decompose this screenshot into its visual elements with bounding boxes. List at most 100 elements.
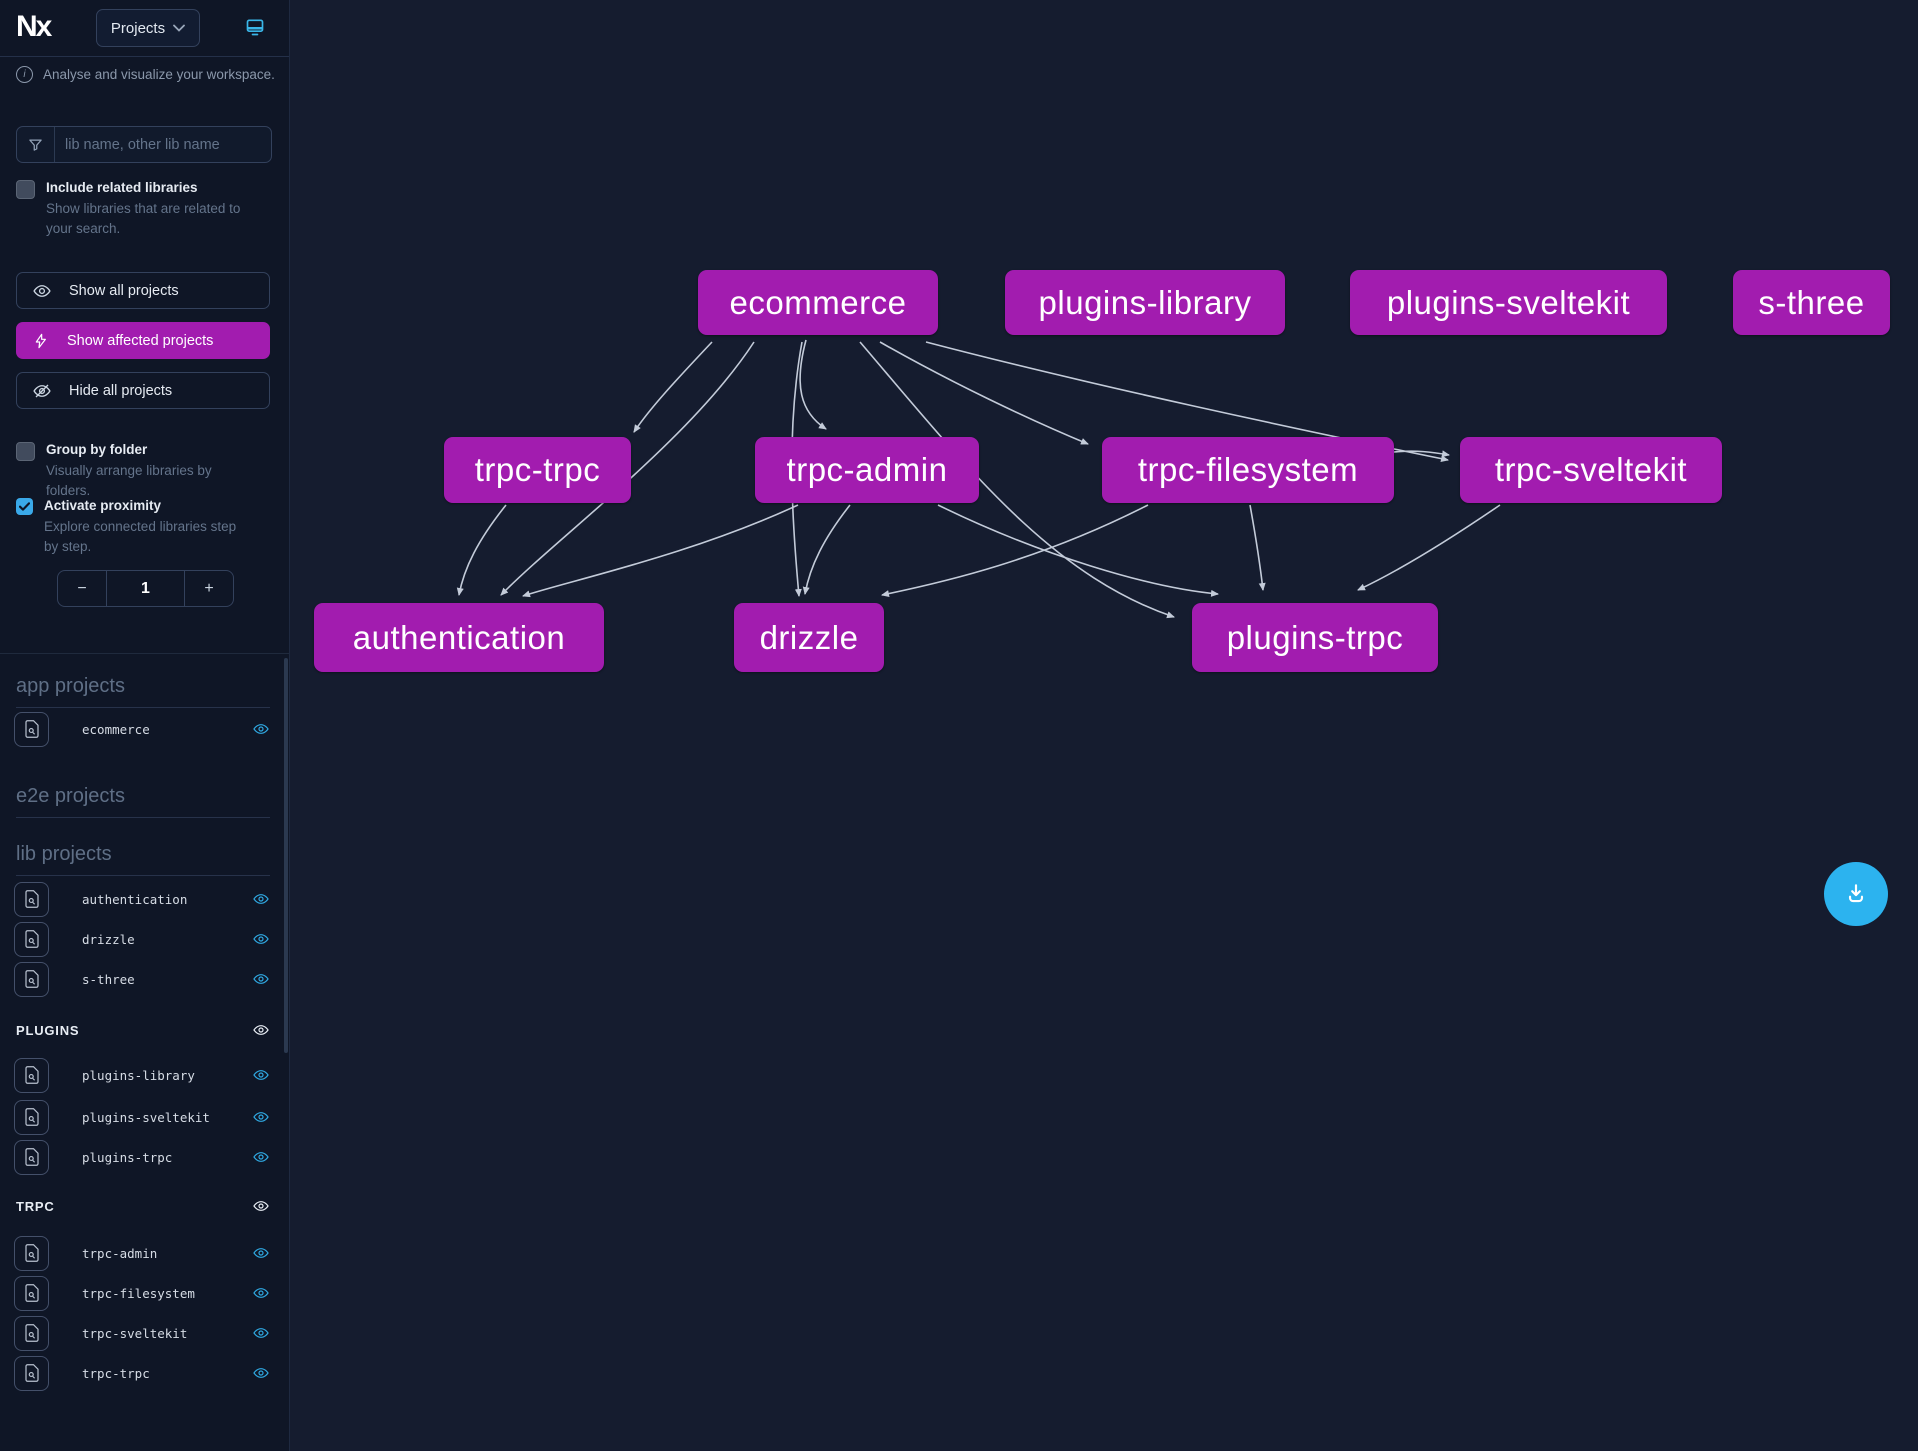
top-bar: Nx Projects <box>0 0 289 57</box>
project-list-item-trpc-admin[interactable]: trpc-admin <box>14 1234 270 1272</box>
tagline-row: i Analyse and visualize your workspace. <box>16 66 275 83</box>
hide-all-label: Hide all projects <box>69 382 173 399</box>
graph-node-trpc-trpc[interactable]: trpc-trpc <box>444 437 631 503</box>
file-icon <box>14 881 49 917</box>
tagline-text: Analyse and visualize your workspace. <box>43 67 275 82</box>
graph-node-s-three[interactable]: s-three <box>1733 270 1890 335</box>
graph-node-trpc-sveltekit[interactable]: trpc-sveltekit <box>1460 437 1722 503</box>
eye-icon[interactable] <box>252 931 270 947</box>
eye-icon[interactable] <box>252 1325 270 1341</box>
file-icon <box>14 1315 49 1351</box>
graph-canvas[interactable] <box>289 0 1918 1451</box>
project-name: trpc-admin <box>82 1245 158 1261</box>
eye-icon[interactable] <box>252 1067 270 1083</box>
eye-icon[interactable] <box>252 721 270 737</box>
project-name: ecommerce <box>82 721 150 737</box>
file-icon <box>14 1235 49 1271</box>
project-list-item-plugins-library[interactable]: plugins-library <box>14 1056 270 1094</box>
divider <box>0 653 289 654</box>
folder-header-plugins: PLUGINS <box>16 1022 270 1038</box>
eye-off-icon <box>33 382 51 400</box>
projects-dropdown[interactable]: Projects <box>96 9 200 47</box>
nx-logo[interactable]: Nx <box>16 10 52 43</box>
project-list-item-trpc-filesystem[interactable]: trpc-filesystem <box>14 1274 270 1312</box>
console-monitor-icon[interactable] <box>245 17 265 42</box>
file-icon <box>14 1275 49 1311</box>
checkbox-unchecked[interactable] <box>16 442 35 461</box>
search-input[interactable] <box>55 136 270 153</box>
file-icon <box>14 711 49 747</box>
project-list-item-drizzle[interactable]: drizzle <box>14 920 270 958</box>
sidebar-scrollbar[interactable] <box>284 658 288 1053</box>
project-list-item-trpc-sveltekit[interactable]: trpc-sveltekit <box>14 1314 270 1352</box>
project-list-item-trpc-trpc[interactable]: trpc-trpc <box>14 1354 270 1392</box>
sidebar: Nx Projects i Analyse and visualize your… <box>0 0 290 1451</box>
eye-icon[interactable] <box>252 1149 270 1165</box>
project-list-item-ecommerce[interactable]: ecommerce <box>14 710 270 748</box>
checkbox-checked[interactable] <box>16 498 33 515</box>
project-list-item-s-three[interactable]: s-three <box>14 960 270 998</box>
download-icon <box>1843 881 1869 907</box>
checkbox-unchecked[interactable] <box>16 180 35 199</box>
eye-icon[interactable] <box>252 1198 270 1214</box>
section-header-e2e-projects: e2e projects <box>16 785 270 818</box>
section-header-lib-projects: lib projects <box>16 843 270 876</box>
file-icon <box>14 1057 49 1093</box>
folder-title: PLUGINS <box>16 1022 80 1038</box>
include-related-description: Show libraries that are related to your … <box>46 201 241 236</box>
proximity-stepper: − 1 + <box>57 570 234 607</box>
graph-node-ecommerce[interactable]: ecommerce <box>698 270 938 335</box>
eye-icon <box>33 282 51 300</box>
project-name: plugins-trpc <box>82 1149 173 1165</box>
stepper-value: 1 <box>141 579 150 597</box>
activate-proximity-description: Explore connected libraries step by step… <box>44 519 237 554</box>
file-icon <box>14 921 49 957</box>
graph-node-authentication[interactable]: authentication <box>314 603 604 672</box>
stepper-increment-button[interactable]: + <box>184 571 233 606</box>
folder-title: TRPC <box>16 1198 55 1214</box>
project-list-item-authentication[interactable]: authentication <box>14 880 270 918</box>
bolt-icon <box>33 332 49 350</box>
section-header-app-projects: app projects <box>16 675 270 708</box>
download-image-button[interactable] <box>1824 862 1888 926</box>
eye-icon[interactable] <box>252 891 270 907</box>
include-related-label: Include related libraries <box>46 180 198 195</box>
eye-icon[interactable] <box>252 1365 270 1381</box>
group-by-folder-description: Visually arrange libraries by folders. <box>46 463 212 498</box>
graph-node-plugins-trpc[interactable]: plugins-trpc <box>1192 603 1438 672</box>
hide-all-projects-button[interactable]: Hide all projects <box>16 372 270 409</box>
project-name: trpc-sveltekit <box>82 1325 188 1341</box>
graph-node-trpc-admin[interactable]: trpc-admin <box>755 437 979 503</box>
project-name: authentication <box>82 891 188 907</box>
eye-icon[interactable] <box>252 1245 270 1261</box>
project-name: drizzle <box>82 931 135 947</box>
eye-icon[interactable] <box>252 1285 270 1301</box>
projects-dropdown-label: Projects <box>110 19 166 37</box>
chevron-down-icon <box>173 24 185 32</box>
stepper-decrement-button[interactable]: − <box>58 571 107 606</box>
eye-icon[interactable] <box>252 1022 270 1038</box>
project-name: plugins-library <box>82 1067 195 1083</box>
group-by-folder-label: Group by folder <box>46 442 148 457</box>
file-icon <box>14 961 49 997</box>
file-icon <box>14 1099 49 1135</box>
info-icon: i <box>16 66 33 83</box>
group-by-folder-checkbox-row[interactable]: Group by folder Visually arrange librari… <box>16 441 246 501</box>
eye-icon[interactable] <box>252 971 270 987</box>
graph-node-drizzle[interactable]: drizzle <box>734 603 884 672</box>
include-related-checkbox-row[interactable]: Include related libraries Show libraries… <box>16 179 246 239</box>
project-list-item-plugins-trpc[interactable]: plugins-trpc <box>14 1138 270 1176</box>
show-affected-projects-button[interactable]: Show affected projects <box>16 322 270 359</box>
filter-funnel-icon <box>17 127 55 162</box>
graph-node-trpc-filesystem[interactable]: trpc-filesystem <box>1102 437 1394 503</box>
graph-node-plugins-library[interactable]: plugins-library <box>1005 270 1285 335</box>
show-all-projects-button[interactable]: Show all projects <box>16 272 270 309</box>
graph-node-plugins-sveltekit[interactable]: plugins-sveltekit <box>1350 270 1667 335</box>
folder-header-trpc: TRPC <box>16 1198 270 1214</box>
activate-proximity-checkbox-row[interactable]: Activate proximity Explore connected lib… <box>16 497 244 557</box>
show-affected-label: Show affected projects <box>67 332 214 349</box>
show-all-label: Show all projects <box>69 282 179 299</box>
project-list-item-plugins-sveltekit[interactable]: plugins-sveltekit <box>14 1098 270 1136</box>
project-name: trpc-trpc <box>82 1365 150 1381</box>
eye-icon[interactable] <box>252 1109 270 1125</box>
